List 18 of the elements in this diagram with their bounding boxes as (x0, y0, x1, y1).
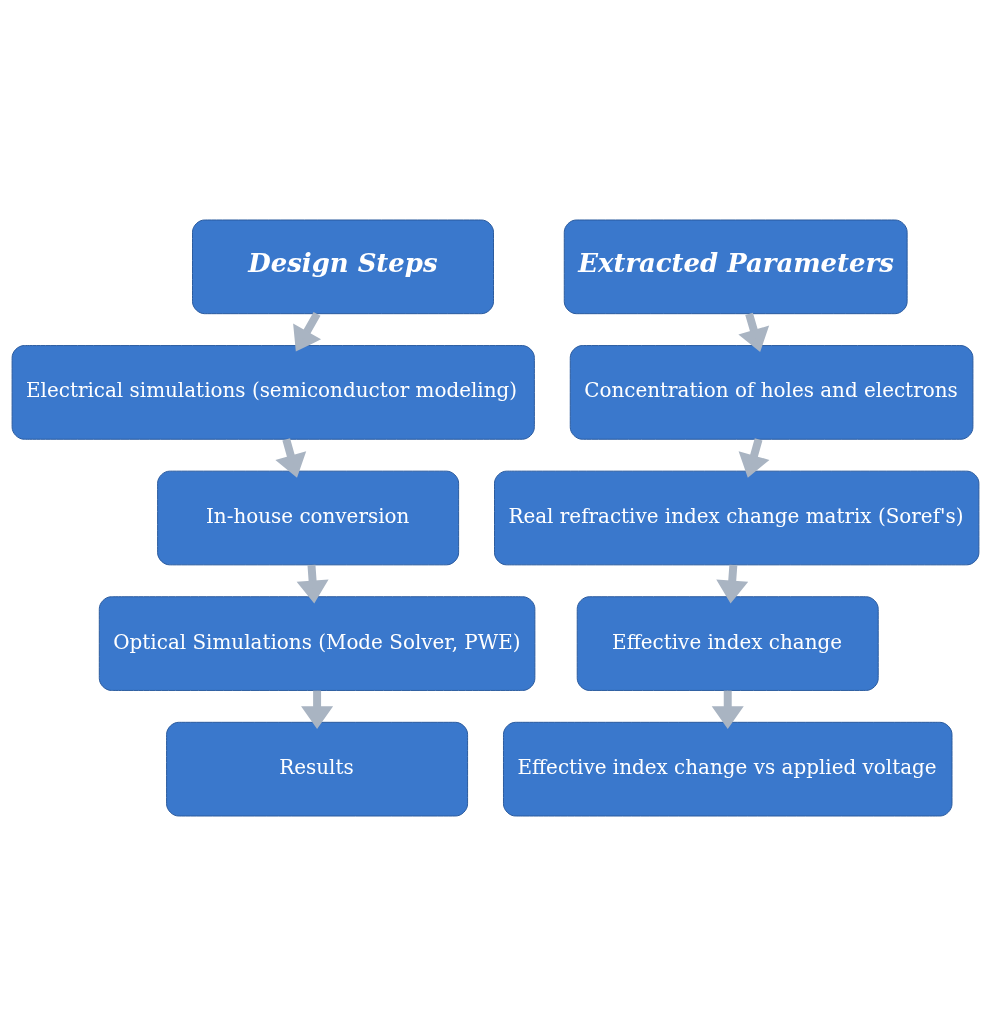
node-box: Real refractive index change matrix (Soref's) (494, 470, 980, 566)
arrow (293, 311, 322, 352)
node-box: Effective index change (576, 596, 879, 691)
node-box: Results (166, 721, 469, 817)
node-box: Effective index change vs applied voltage (502, 721, 953, 817)
node-box: Optical Simulations (Mode Solver, PWE) (98, 596, 536, 691)
arrow (738, 312, 770, 353)
node-box: Electrical simulations (semiconductor modeling) (11, 345, 535, 440)
node-box: In-house conversion (157, 470, 460, 566)
arrow (275, 438, 307, 478)
node-box: Extracted Parameters (563, 219, 908, 315)
arrow (301, 690, 334, 730)
node-box: Concentration of holes and electrons (569, 345, 974, 440)
arrow (738, 438, 770, 478)
node-box: Design Steps (192, 219, 494, 315)
arrow (296, 564, 329, 604)
arrow (711, 690, 744, 730)
arrow (716, 564, 749, 604)
